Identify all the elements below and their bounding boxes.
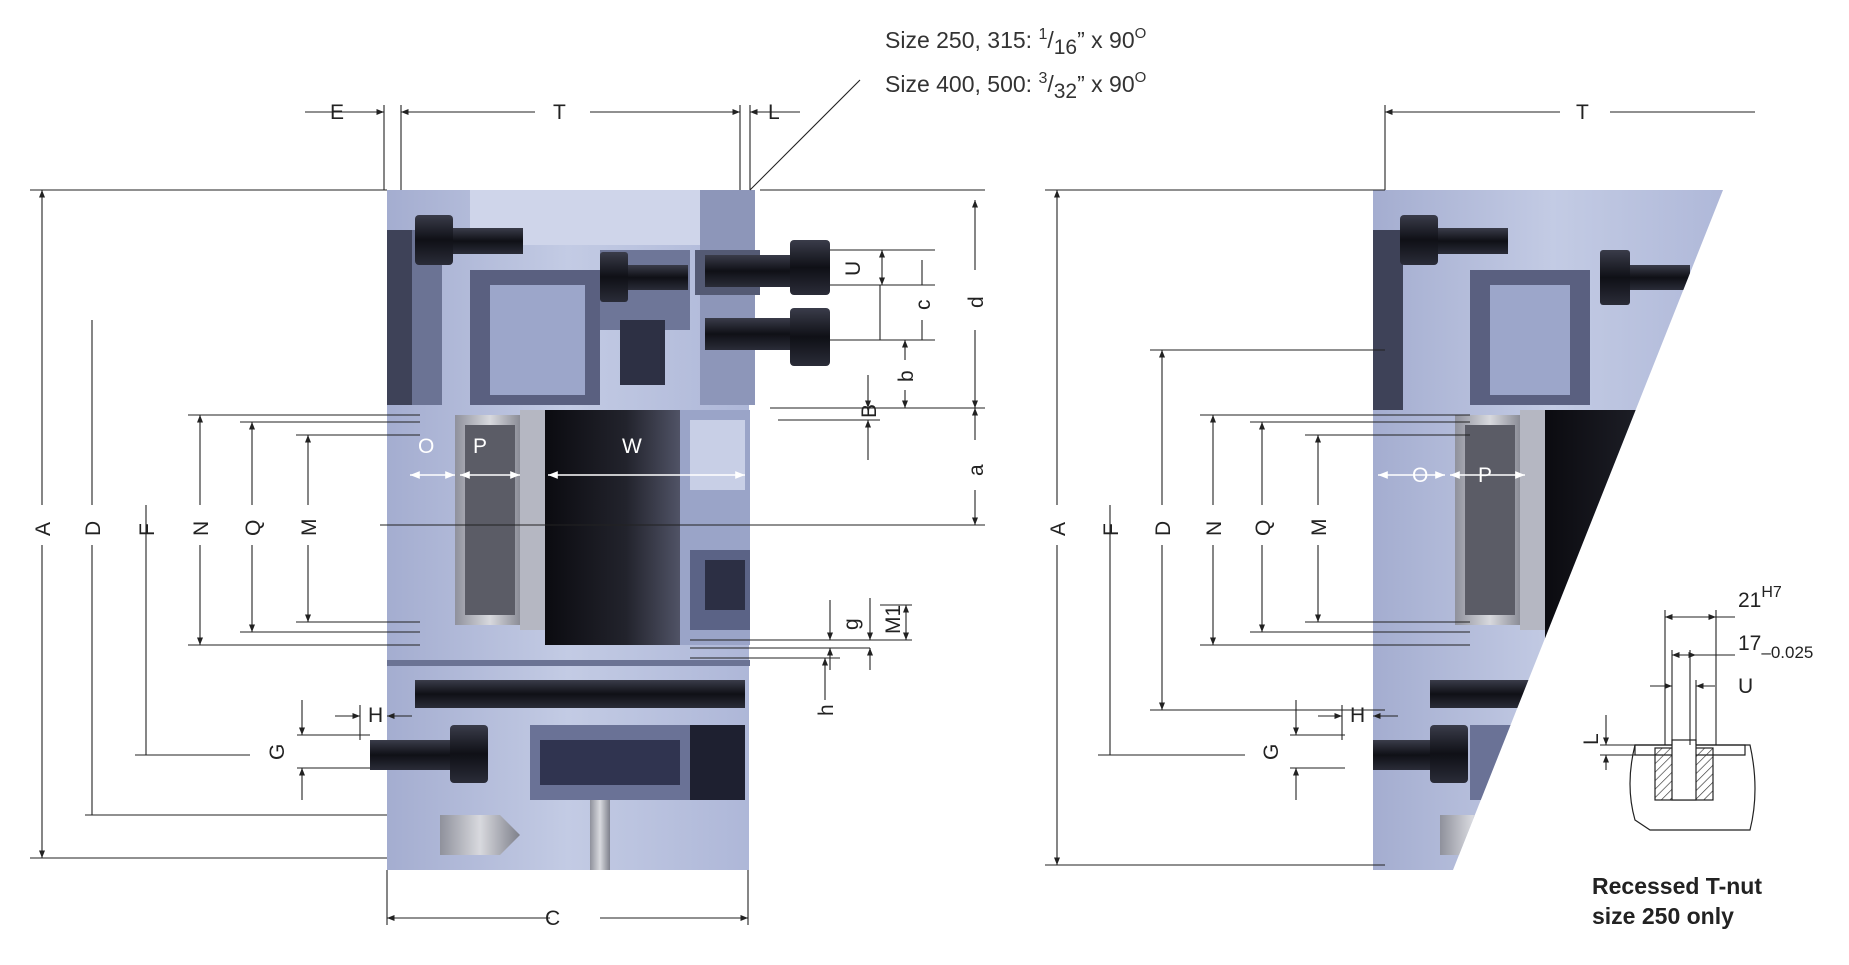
- left-dimension-labels: E T L O P W C H A D F N Q M G U c d b B …: [32, 101, 988, 930]
- label-F-right: F: [1100, 523, 1123, 536]
- note-line-1: Size 250, 315: 1/16” x 90O: [885, 25, 1146, 59]
- tnut-screw-lower: [705, 308, 830, 366]
- label-H: H: [368, 704, 383, 727]
- label-G: G: [266, 744, 289, 760]
- label-M: M: [298, 519, 321, 537]
- label-Q-right: Q: [1252, 520, 1275, 536]
- label-C: C: [545, 907, 560, 930]
- label-P-right: P: [1478, 464, 1492, 487]
- tnut-width-main: 21H7: [1738, 584, 1782, 612]
- right-dimension-labels: T O P H A F D N Q M G: [1047, 101, 1589, 760]
- left-dimensions: [30, 79, 985, 925]
- label-E: E: [330, 101, 344, 124]
- tnut-labels: 21H7 17–0.025 U L Recessed T-nut size 25…: [1580, 584, 1813, 929]
- label-O-right: O: [1412, 464, 1428, 487]
- label-h: h: [815, 704, 838, 716]
- label-U: U: [842, 261, 865, 276]
- socket-head-screw-icon: [600, 252, 688, 302]
- label-A: A: [32, 522, 55, 536]
- label-M-right: M: [1308, 519, 1331, 537]
- label-d: d: [965, 296, 988, 308]
- tnut-label-L: L: [1580, 733, 1603, 745]
- label-D-right: D: [1152, 521, 1175, 536]
- label-L: L: [768, 101, 780, 124]
- label-b: b: [895, 370, 918, 382]
- label-N: N: [190, 521, 213, 536]
- label-F: F: [136, 523, 159, 536]
- label-a: a: [965, 464, 988, 476]
- tnut-caption-line-2: size 250 only: [1592, 903, 1734, 929]
- note-line-2: Size 400, 500: 3/32” x 90O: [885, 69, 1146, 103]
- label-T: T: [553, 101, 566, 124]
- tnut-screw-upper: [695, 240, 830, 295]
- tnut-detail: [1600, 610, 1756, 831]
- label-B: B: [858, 404, 881, 418]
- label-N-right: N: [1203, 521, 1226, 536]
- label-c: c: [912, 300, 935, 311]
- chamfer-notes: Size 250, 315: 1/16” x 90O Size 400, 500…: [885, 25, 1146, 103]
- label-D: D: [82, 521, 105, 536]
- socket-head-screw-icon: [370, 725, 488, 783]
- label-W: W: [622, 435, 642, 458]
- label-M1: M1: [882, 605, 905, 634]
- tnut-caption-line-1: Recessed T-nut: [1592, 873, 1762, 899]
- label-g: g: [840, 618, 863, 630]
- tnut-width-inner: 17–0.025: [1738, 632, 1813, 662]
- label-H-right: H: [1350, 704, 1365, 727]
- right-dimensions: [1045, 105, 1755, 866]
- socket-head-screw-icon: [415, 215, 523, 265]
- label-P: P: [473, 435, 487, 458]
- tnut-label-U: U: [1738, 675, 1753, 698]
- left-section-view: [370, 190, 830, 870]
- label-O: O: [418, 435, 434, 458]
- label-A-right: A: [1047, 522, 1070, 536]
- label-T-right: T: [1576, 101, 1589, 124]
- label-G-right: G: [1260, 744, 1283, 760]
- label-Q: Q: [242, 520, 265, 536]
